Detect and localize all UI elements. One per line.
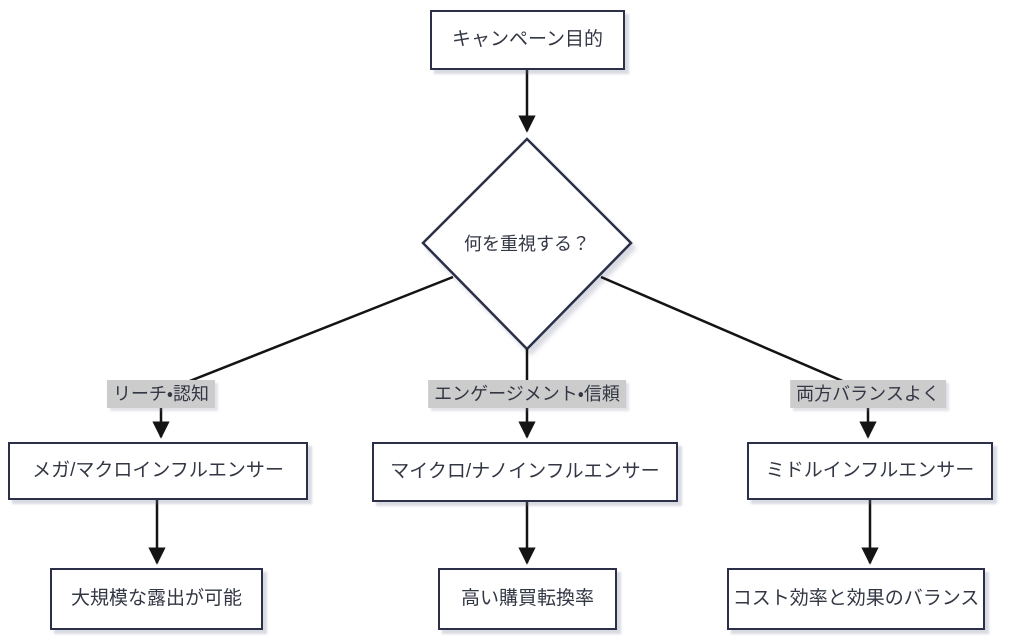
node-large-scale-exposure: 大規模な露出が可能 bbox=[50, 568, 263, 630]
node-middle-influencer: ミドルインフルエンサー bbox=[747, 442, 993, 500]
edge-label-reach-awareness: リーチ・認知 bbox=[106, 380, 216, 408]
edge-decision-to-balance bbox=[600, 275, 869, 394]
node-high-purchase-conversion: 高い購買転換率 bbox=[438, 568, 617, 630]
node-micro-nano-influencer: マイクロ/ナノインフルエンサー bbox=[372, 442, 678, 502]
edge-label-balance: 両方バランスよく bbox=[790, 380, 946, 408]
node-mega-macro-influencer: メガ/マクロインフルエンサー bbox=[8, 442, 308, 500]
edge-decision-to-reach bbox=[161, 275, 454, 394]
node-cost-effect-balance: コスト効率と効果のバランス bbox=[727, 568, 985, 630]
edge-label-engagement-trust: エンゲージメント・信頼 bbox=[428, 380, 626, 408]
node-campaign-purpose: キャンペーン目的 bbox=[430, 10, 625, 70]
decision-label: 何を重視する？ bbox=[464, 234, 590, 254]
